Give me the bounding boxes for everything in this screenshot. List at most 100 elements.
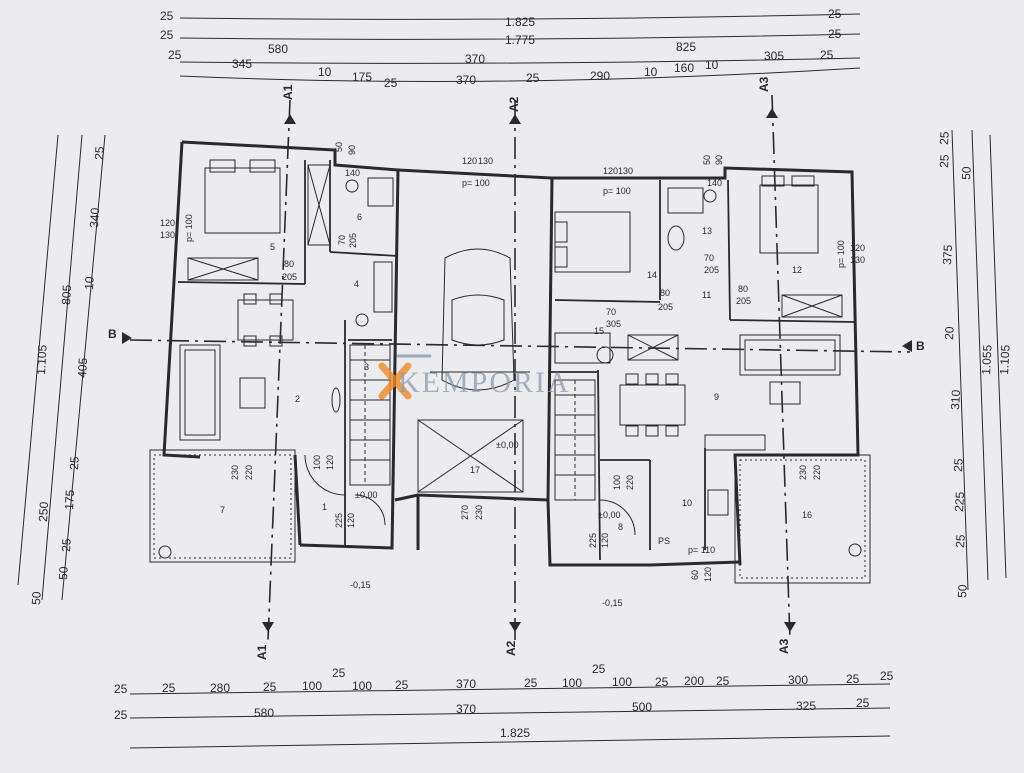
note-win-130-garage: 130 xyxy=(478,156,493,166)
note-door-90: 90 xyxy=(347,145,357,155)
dim-top-r3-i: 10 xyxy=(644,65,658,79)
dim-top-r3u-c: 825 xyxy=(676,40,696,54)
note-door-90-right: 90 xyxy=(714,155,724,165)
dim-top-r3u-a: 580 xyxy=(268,42,288,56)
dim-top-r3-b: 345 xyxy=(232,57,252,71)
note-d205-right-c: 205 xyxy=(736,296,751,306)
kemporia-watermark: KEMPORIA xyxy=(378,354,569,400)
plan-annotations: 120 130 p= 100 50 90 140 70 205 80 205 1… xyxy=(160,142,865,608)
room-number-14: 14 xyxy=(647,270,657,280)
dim-bot-r1-c: 280 xyxy=(210,681,230,695)
interior-walls xyxy=(177,160,856,561)
note-win-120-right-b: 120 xyxy=(850,243,865,253)
room-number-7: 7 xyxy=(220,505,225,515)
dim-right-in-g: 25 xyxy=(951,458,966,472)
note-d60-right: 60 xyxy=(690,570,700,580)
note-d205-left-b: 205 xyxy=(282,272,297,282)
dim-left-in-c: 10 xyxy=(82,276,97,290)
dim-bot-r1-e: 100 xyxy=(302,679,322,693)
dim-bot-r1-o: 200 xyxy=(684,674,704,688)
axis-markers xyxy=(122,108,912,632)
note-d120-right-c: 120 xyxy=(703,567,713,582)
room-number-9: 9 xyxy=(714,392,719,402)
dim-left-mid-a: 805 xyxy=(59,284,74,305)
axis-label-a2-bottom: A2 xyxy=(504,640,518,656)
room-number-15: 15 xyxy=(594,326,604,336)
dim-right-in-e: 20 xyxy=(942,326,957,340)
dim-top-r1-left: 25 xyxy=(160,9,174,23)
note-d120-left: 120 xyxy=(325,455,335,470)
note-win-120-left: 120 xyxy=(160,218,175,228)
dim-top-r3-h: 290 xyxy=(590,69,610,83)
note-d100-right: 100 xyxy=(612,475,622,490)
level-minus-right: -0,15 xyxy=(602,598,623,608)
room-number-6: 6 xyxy=(357,212,362,222)
note-d70-left: 70 xyxy=(337,235,347,245)
room-number-1: 1 xyxy=(322,502,327,512)
room-number-2: 2 xyxy=(295,394,300,404)
note-p100-garage: p= 100 xyxy=(462,178,490,188)
dim-bot-r1-h: 25 xyxy=(395,678,409,692)
note-d80-left: 80 xyxy=(284,259,294,269)
note-door-50: 50 xyxy=(334,142,344,152)
note-win-130-left: 130 xyxy=(160,230,175,240)
room-number-5: 5 xyxy=(270,242,275,252)
axis-label-a2-top: A2 xyxy=(507,96,521,112)
dim-top-r1-total: 1.825 xyxy=(505,15,535,29)
dim-right-in-d: 375 xyxy=(940,244,955,265)
note-d205-right-b: 205 xyxy=(658,302,673,312)
axis-label-a3-bottom: A3 xyxy=(777,638,791,654)
dim-bot-r3-total: 1.825 xyxy=(500,726,530,740)
dim-top-r3-j: 160 xyxy=(674,61,694,75)
room-number-8: 8 xyxy=(618,522,623,532)
dim-top-r2-right: 25 xyxy=(828,27,842,41)
dim-top-r3-l: 305 xyxy=(764,49,784,63)
dim-bot-r1-d: 25 xyxy=(263,680,277,694)
left-dimension-lines xyxy=(17,134,106,601)
axis-label-b-right: B xyxy=(916,339,925,353)
level-zero-right: ±0,00 xyxy=(598,510,620,520)
dim-top-r2-total: 1.775 xyxy=(505,33,535,47)
dim-bot-r2-b: 580 xyxy=(254,706,274,720)
note-d225-right: 225 xyxy=(588,533,598,548)
top-dimension-labels: 25 1.825 25 25 1.775 25 580 370 825 25 3… xyxy=(160,7,842,90)
note-d80-right-c: 80 xyxy=(738,284,748,294)
dim-right-in-c: 50 xyxy=(959,166,974,180)
dim-bot-r1-k: 100 xyxy=(562,676,582,690)
dim-bot-r2-a: 25 xyxy=(114,708,128,722)
dim-top-r3u-b: 370 xyxy=(465,52,485,66)
note-d225-left: 225 xyxy=(334,513,344,528)
room-number-3: 3 xyxy=(364,362,369,372)
dim-bot-r1-i: 370 xyxy=(456,677,476,691)
room-number-17: 17 xyxy=(470,465,480,475)
dim-bot-r2-c: 370 xyxy=(456,702,476,716)
note-d270-garage: 270 xyxy=(460,505,470,520)
dim-top-r3-m: 25 xyxy=(820,48,834,62)
dim-right-in-j: 50 xyxy=(955,584,970,598)
note-door-50-right: 50 xyxy=(702,155,712,165)
note-d80-right: 80 xyxy=(660,288,670,298)
note-door-140-right: 140 xyxy=(707,178,722,188)
dim-left-mid-b: 250 xyxy=(36,501,51,522)
axis-label-a3-top: A3 xyxy=(757,76,771,92)
note-d70-right: 70 xyxy=(704,253,714,263)
dim-left-mid-c: 50 xyxy=(29,591,44,605)
dim-top-r3-a: 25 xyxy=(168,48,182,62)
room-number-13: 13 xyxy=(702,226,712,236)
level-zero-left: ±0,00 xyxy=(355,490,377,500)
dim-left-in-g: 25 xyxy=(59,538,74,552)
note-d220-right-b: 220 xyxy=(812,465,822,480)
dim-top-r1-right: 25 xyxy=(828,7,842,21)
dim-bot-r1-s: 25 xyxy=(880,669,894,683)
note-d100-left: 100 xyxy=(312,455,322,470)
note-door-140: 140 xyxy=(345,168,360,178)
note-d205-right: 205 xyxy=(704,265,719,275)
dim-bot-r1-j: 25 xyxy=(524,676,538,690)
dim-top-r3-e: 25 xyxy=(384,76,398,90)
note-p100-right: p= 100 xyxy=(603,186,631,196)
dim-top-r3-c: 10 xyxy=(318,65,332,79)
dim-right-in-a: 25 xyxy=(937,131,952,145)
bottom-dimension-labels: 25 25 280 25 100 25 100 25 370 25 100 25… xyxy=(114,662,894,740)
